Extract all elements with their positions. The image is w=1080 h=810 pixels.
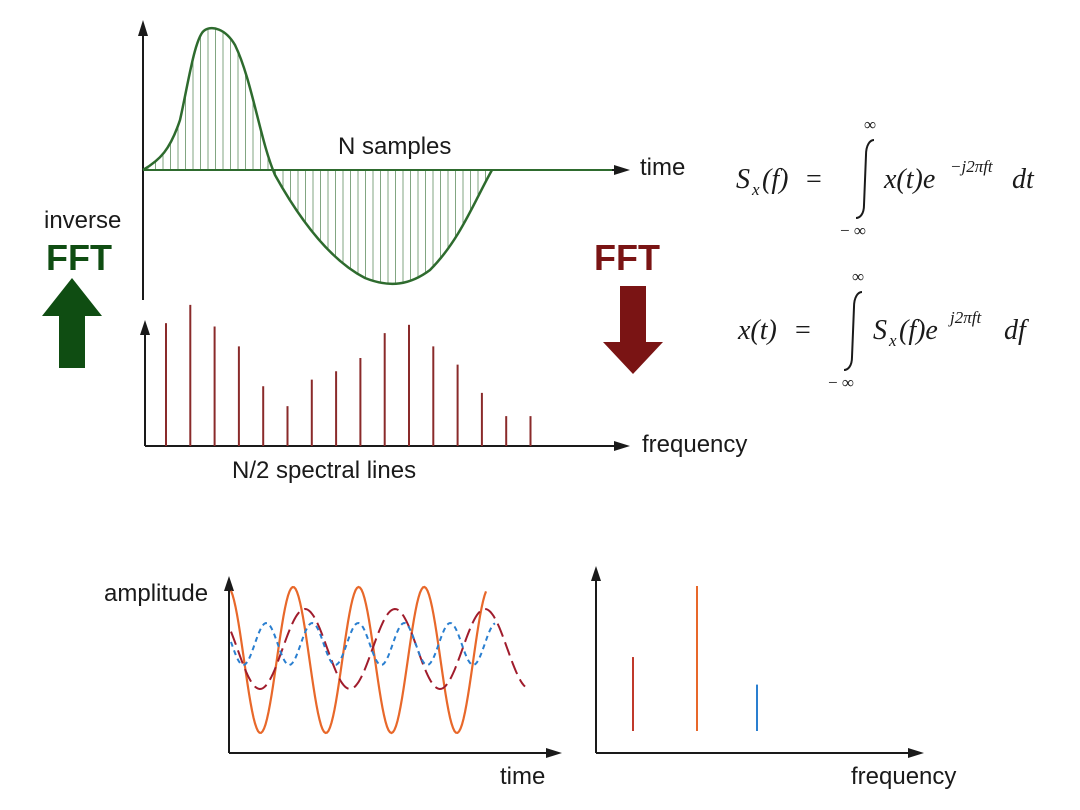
n-samples-label: N samples	[338, 133, 451, 160]
amplitude-label: amplitude	[104, 580, 208, 607]
eq2-lower: − ∞	[828, 373, 854, 392]
time-axes	[138, 20, 148, 300]
eq2-body-s: S	[873, 315, 887, 346]
eq2-body-sub: x	[888, 331, 897, 350]
bottom-time-axes	[224, 576, 562, 758]
y-axis-arrow-spectrum	[140, 320, 150, 335]
up-arrow-icon	[42, 278, 102, 368]
eq1-lower: − ∞	[840, 221, 866, 240]
eq1-upper: ∞	[864, 115, 876, 134]
time-label-top: time	[640, 154, 685, 181]
eq2-body-arg: (f)e	[899, 315, 938, 346]
eq1-body: x(t)e	[883, 164, 935, 195]
bottom-frequency-axes	[591, 566, 924, 758]
sample-lines	[147, 28, 486, 284]
eq1-lhs-s: S	[736, 164, 750, 195]
spectral-lines-label: N/2 spectral lines	[232, 457, 416, 484]
eq2-d: df	[1004, 315, 1029, 346]
eq1-lhs-arg: (f)	[762, 164, 788, 195]
x-axis-arrow-bottom-right	[908, 748, 924, 758]
bottom-spectrum-lines	[632, 586, 758, 731]
eq2-equals: =	[795, 315, 811, 346]
frequency-label-bottom: frequency	[851, 763, 956, 790]
x-axis-arrow-bottom-left	[546, 748, 562, 758]
inverse-fft-equation: x(t) = ∞ − ∞ S x (f)e j2πft df	[737, 267, 1029, 392]
time-label-bottom: time	[500, 763, 545, 790]
frequency-label-top: frequency	[642, 431, 747, 458]
time-waveform	[142, 27, 494, 285]
time-axis-arrow	[614, 165, 630, 175]
blue-signal	[230, 621, 496, 667]
eq2-lhs: x(t)	[737, 315, 777, 346]
eq1-integral-icon	[855, 139, 875, 219]
eq2-exp: j2πft	[948, 308, 982, 327]
frequency-axis-arrow	[614, 441, 630, 451]
eq1-lhs-sub: x	[751, 180, 760, 199]
inverse-label: inverse	[44, 207, 121, 234]
inverse-fft-label: FFT	[46, 237, 112, 278]
sample-lines-negative	[147, 170, 486, 284]
forward-fft-equation: S x (f) = ∞ − ∞ x(t)e −j2πft dt	[736, 115, 1035, 240]
eq2-upper: ∞	[852, 267, 864, 286]
y-axis-arrow-bottom-left	[224, 576, 234, 591]
spectral-lines	[165, 304, 532, 446]
sample-lines-clipped	[147, 28, 486, 284]
down-arrow-icon	[603, 286, 663, 374]
y-axis-arrow-bottom-right	[591, 566, 601, 581]
eq1-equals: =	[806, 164, 822, 195]
orange-signal	[229, 585, 488, 735]
eq1-exp: −j2πft	[950, 157, 994, 176]
frequency-axes	[140, 320, 630, 451]
y-axis-arrow-top	[138, 20, 148, 36]
dark-red-signal	[230, 607, 526, 691]
fft-label: FFT	[594, 237, 660, 278]
eq2-integral-icon	[843, 291, 863, 371]
eq1-d: dt	[1012, 164, 1035, 195]
